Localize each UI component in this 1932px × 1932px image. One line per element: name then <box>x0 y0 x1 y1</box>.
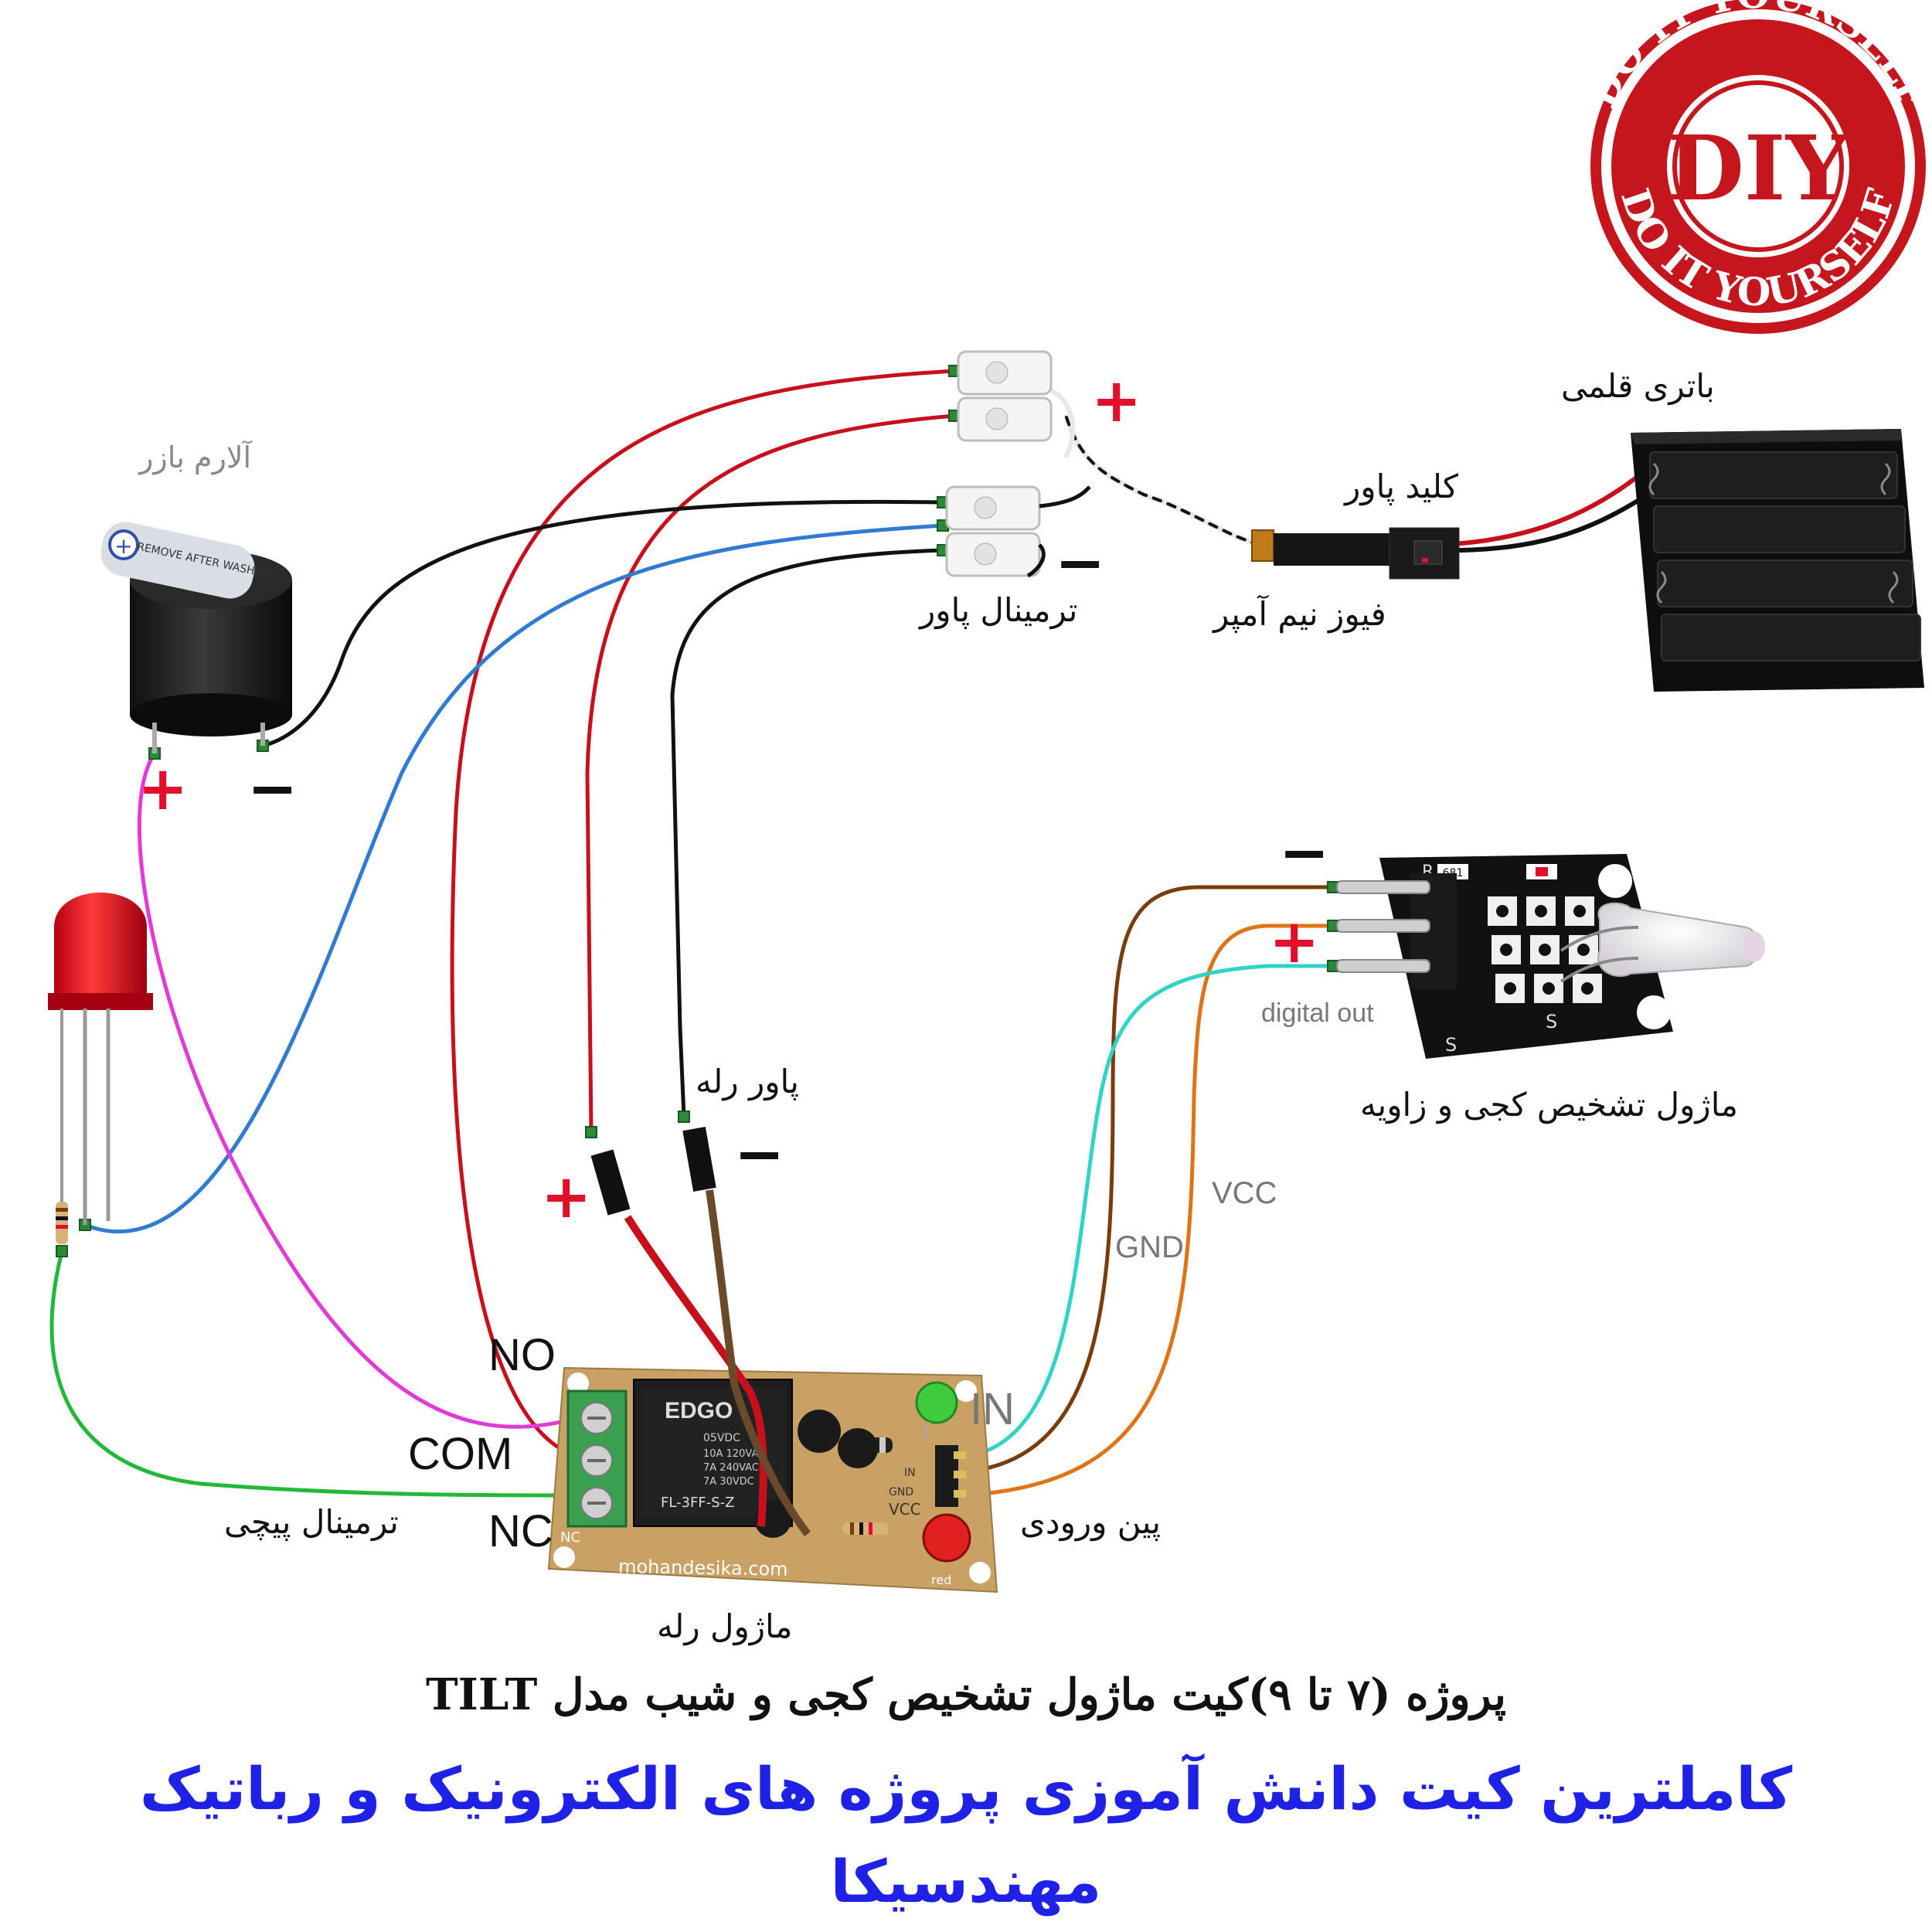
svg-text:+: + <box>114 533 132 559</box>
nc-label: NC <box>488 1506 553 1556</box>
relay-module-label: ماژول رله <box>657 1607 793 1645</box>
relay-minus-sign: − <box>734 1120 785 1189</box>
relay-rating-2: 7A 240VAC <box>703 1462 759 1474</box>
battery-label: باتری قلمی <box>1561 367 1715 405</box>
com-label: COM <box>408 1429 513 1479</box>
wire-battery-black <box>1435 488 1656 553</box>
wire-orange-vcc <box>960 923 1335 1498</box>
power-terminal-block <box>945 350 1091 578</box>
power-switch-label: کلید پاور <box>1345 468 1459 505</box>
kit-title: کاملترین کیت دانش آموزی پروژه های الکترو… <box>139 1754 1793 1823</box>
red-led-indicator <box>922 1513 971 1563</box>
tilt-plus-sign: + <box>1269 907 1320 977</box>
dupont-minus <box>682 1127 716 1192</box>
plus-icon <box>108 529 139 560</box>
red-led <box>48 893 153 1244</box>
wire-battery-red <box>1435 461 1656 547</box>
pcb-site: mohandesika.com <box>618 1556 788 1580</box>
brand-title: مهندسیکا <box>830 1847 1102 1916</box>
buzzer-plus-sign: + <box>138 754 189 824</box>
no-label: NO <box>488 1330 556 1380</box>
power-terminal-label: ترمینال پاور <box>920 591 1078 629</box>
tilt-module-label: ماژول تشخیص کجی و زاویه <box>1360 1086 1739 1124</box>
wire-brown-gnd <box>960 885 1335 1475</box>
buzzer-minus-sign: − <box>247 754 298 824</box>
wire-cyan-in <box>960 964 1335 1459</box>
relay-module: EDGO 05VDC 10A 120VAC 7A 240VAC 7A 30VDC… <box>547 1127 998 1594</box>
gnd-label: GND <box>1115 1230 1184 1264</box>
dupont-plus <box>590 1149 631 1216</box>
screw-terminal-block <box>566 1389 628 1528</box>
pcb-pin-gnd: GND <box>889 1486 913 1498</box>
wire-twist-white <box>1063 414 1263 548</box>
terminal-plus-2 <box>957 396 1053 442</box>
buzzer-label: آلارم بازر <box>139 440 252 474</box>
wire-black-relay-power <box>670 548 945 1119</box>
pcb-red-label: red <box>931 1573 951 1587</box>
relay-model: FL-3FF-S-Z <box>661 1495 734 1511</box>
terminal-minus-sign: − <box>1055 529 1106 598</box>
battery-holder <box>1631 429 1924 692</box>
logo-center: DIY <box>1667 117 1851 221</box>
wire-green-nc <box>49 1250 570 1498</box>
digital-out-label: digital out <box>1261 998 1374 1028</box>
tilt-label-s1: S <box>1546 1011 1557 1032</box>
terminal-plus-1 <box>957 350 1053 396</box>
diy-logo: DO IT YOURSELF DO IT YOURSELF DIY <box>1579 0 1932 334</box>
resistor <box>56 1202 68 1244</box>
relay-voltage: 05VDC <box>703 1432 740 1444</box>
tilt-label-s2: S <box>1445 1034 1457 1056</box>
fuse-and-switch <box>1251 527 1460 580</box>
pcb-nc-label: NC <box>560 1529 580 1546</box>
screw-terminal-label: ترمینال پیچی <box>224 1503 399 1541</box>
terminal-minus-1 <box>945 485 1041 531</box>
terminal-minus-2 <box>945 532 1041 577</box>
terminal-plus-sign: + <box>1091 366 1142 436</box>
fuse-label: فیوز نیم آمپر <box>1213 595 1386 633</box>
wire-blue-led <box>83 523 945 1233</box>
green-led <box>915 1381 958 1424</box>
pcb-pin-vcc: VCC <box>889 1500 921 1519</box>
input-pin-label: پین ورودی <box>1020 1503 1162 1541</box>
relay-plus-sign: + <box>541 1162 592 1232</box>
wire-white-loop <box>1049 388 1076 458</box>
relay-rating-3: 7A 30VDC <box>703 1476 754 1488</box>
vcc-label: VCC <box>1212 1176 1277 1210</box>
relay-power-label: پاور رله <box>696 1063 799 1100</box>
relay-brand: EDGO <box>665 1398 733 1423</box>
wire-red-no <box>450 369 957 1455</box>
in-label: IN <box>970 1384 1015 1434</box>
tilt-minus-sign: − <box>1279 818 1330 888</box>
relay-rating-1: 10A 120VAC <box>703 1448 765 1460</box>
tilt-module: 681 R S S <box>1336 854 1765 1059</box>
pcb-pin-in: IN <box>904 1467 916 1479</box>
wire-black-buzzer <box>260 499 945 748</box>
wire-magenta-com <box>137 751 570 1429</box>
wire-twist-black <box>1065 416 1261 546</box>
fuse <box>1251 529 1274 562</box>
wire-red-relay-power <box>585 413 957 1134</box>
buzzer: + REMOVE AFTER WASHING <box>100 522 292 753</box>
project-title: پروژه (۷ تا ۹)کیت ماژول تشخیص کجی و شیب … <box>425 1669 1507 1720</box>
